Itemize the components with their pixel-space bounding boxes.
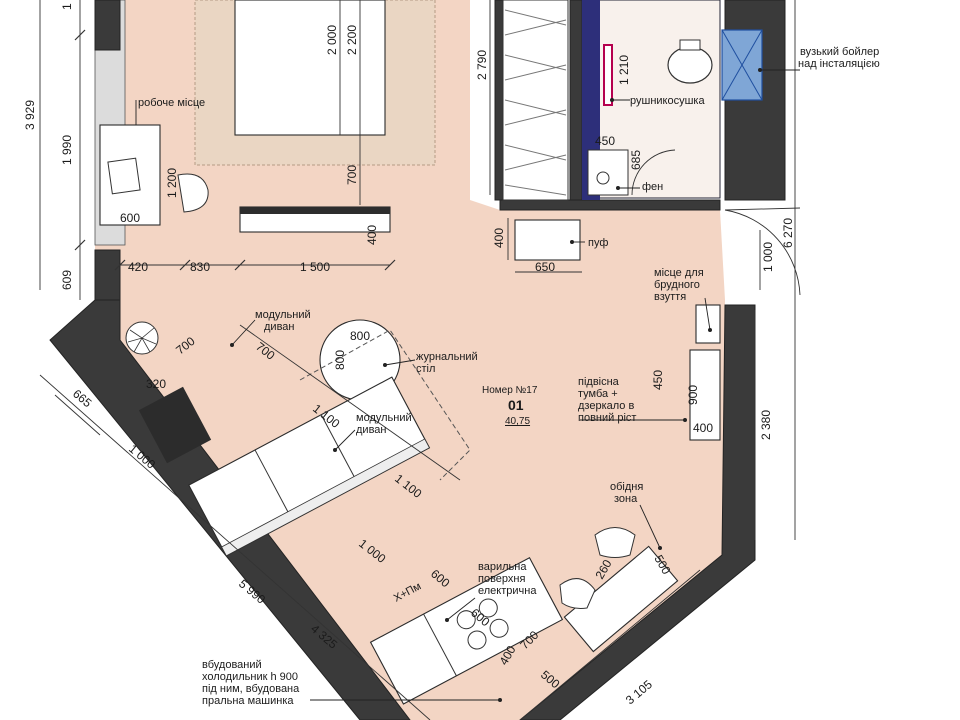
toilet — [667, 46, 713, 84]
label-shoes-3: взуття — [654, 291, 686, 303]
bathroom-door-arc — [631, 149, 676, 196]
label-cabinet-2: тумба + — [578, 388, 618, 400]
wall-right-lower — [519, 304, 756, 720]
dim-609: 609 — [60, 270, 74, 290]
dim-3105: 3 105 — [623, 677, 655, 707]
dim-1000-door: 1 000 — [761, 242, 775, 272]
label-boiler-2: над інсталяцією — [798, 58, 880, 70]
dim-1500: 1 500 — [300, 260, 330, 274]
dining-chair-2 — [559, 578, 596, 609]
dim-400-pouf: 400 — [492, 228, 506, 248]
sofa-dashed-module — [299, 329, 471, 481]
label-fridge-4: пральна машинка — [202, 695, 294, 707]
kitchen — [369, 556, 564, 705]
dim-2380: 2 380 — [759, 410, 773, 440]
dim-2000: 2 000 — [325, 25, 339, 55]
room-title: Номер №17 — [482, 385, 538, 396]
dim-1990: 1 990 — [60, 135, 74, 165]
label-cabinet-3: дзеркало в — [578, 400, 634, 412]
wall-wardrobe-back — [494, 0, 504, 201]
leader-lines — [135, 68, 800, 702]
dim-6270: 6 270 — [781, 218, 795, 248]
wall-left-mid — [94, 249, 121, 301]
dimension-lines — [39, 0, 796, 720]
laptop — [107, 157, 141, 195]
label-dryer: фен — [642, 181, 663, 193]
dim-320: 320 — [146, 377, 166, 391]
desk-chair — [177, 173, 209, 213]
dark-block-sofa — [138, 386, 212, 464]
dim-830: 830 — [190, 260, 210, 274]
room-number: 01 — [508, 397, 524, 413]
label-towel-rail: рушникосушка — [630, 95, 705, 107]
hanging-cabinet — [689, 349, 721, 441]
label-cabinet-4: повний ріст — [578, 412, 636, 424]
label-shoes-1: місце для — [654, 267, 704, 279]
wardrobe — [502, 0, 569, 201]
plant — [125, 321, 159, 355]
label-boiler-1: вузький бойлер — [800, 46, 879, 58]
dim-900-cab: 900 — [686, 385, 700, 405]
dining-zone — [563, 545, 679, 653]
dim-420: 420 — [128, 260, 148, 274]
label-workplace: робоче місце — [138, 97, 205, 109]
dim-400-tv: 400 — [365, 225, 379, 245]
dim-450-sink: 450 — [595, 134, 615, 148]
label-modsofa2-1: модульний — [356, 412, 412, 424]
dim-1210: 1 210 — [617, 55, 631, 85]
dim-800-v: 800 — [333, 350, 347, 370]
label-dining-2: зона — [614, 493, 638, 505]
dim-1200: 1 200 — [165, 168, 179, 198]
dim-600-desk: 600 — [120, 211, 140, 225]
dining-chair-1 — [594, 527, 636, 558]
tv-stand-dark — [240, 207, 390, 214]
label-modsofa1-1: модульний — [255, 309, 311, 321]
dim-450-cab: 450 — [651, 370, 665, 390]
label-modsofa1-2: диван — [264, 321, 294, 333]
label-cabinet-1: підвісна — [578, 376, 620, 388]
dim-800-h: 800 — [350, 329, 370, 343]
label-dining-1: обідня — [610, 481, 643, 493]
modular-sofa — [188, 376, 431, 557]
label-pouf: пуф — [588, 237, 608, 249]
dim-2790: 2 790 — [475, 50, 489, 80]
wardrobe-hatch — [504, 9, 567, 196]
dim-3929: 3 929 — [23, 100, 37, 130]
label-fridge-2: холодильник h 900 — [202, 671, 298, 683]
label-coffee-2: стіл — [416, 363, 435, 375]
wall-top-left — [94, 0, 121, 51]
label-fridge-3: під ним, вбудована — [202, 683, 300, 695]
dim-2200: 2 200 — [345, 25, 359, 55]
label-hob-2: поверхня — [478, 573, 525, 585]
dim-650: 650 — [535, 260, 555, 274]
wall-tv-partition — [499, 199, 721, 211]
label-shoes-2: брудного — [654, 279, 700, 291]
dim-685: 685 — [629, 150, 643, 170]
towel-rail — [603, 44, 613, 106]
entrance-door-arc — [724, 209, 801, 296]
label-hob-3: електрична — [478, 585, 537, 597]
dim-700-tv: 700 — [345, 165, 359, 185]
label-hob-1: варильна — [478, 561, 527, 573]
dim-400-cab: 400 — [693, 421, 713, 435]
pouf — [514, 219, 581, 261]
sink-cabinet — [587, 149, 629, 196]
bed — [234, 0, 386, 136]
wall-bath-divider — [569, 0, 583, 201]
label-coffee-1: журнальний — [416, 351, 478, 363]
shoe-place — [695, 304, 721, 344]
dim-1000-top: 1 000 — [60, 0, 74, 10]
room-area: 40,75 — [505, 416, 530, 427]
label-fridge-1: вбудований — [202, 659, 262, 671]
label-modsofa2-2: диван — [356, 424, 386, 436]
